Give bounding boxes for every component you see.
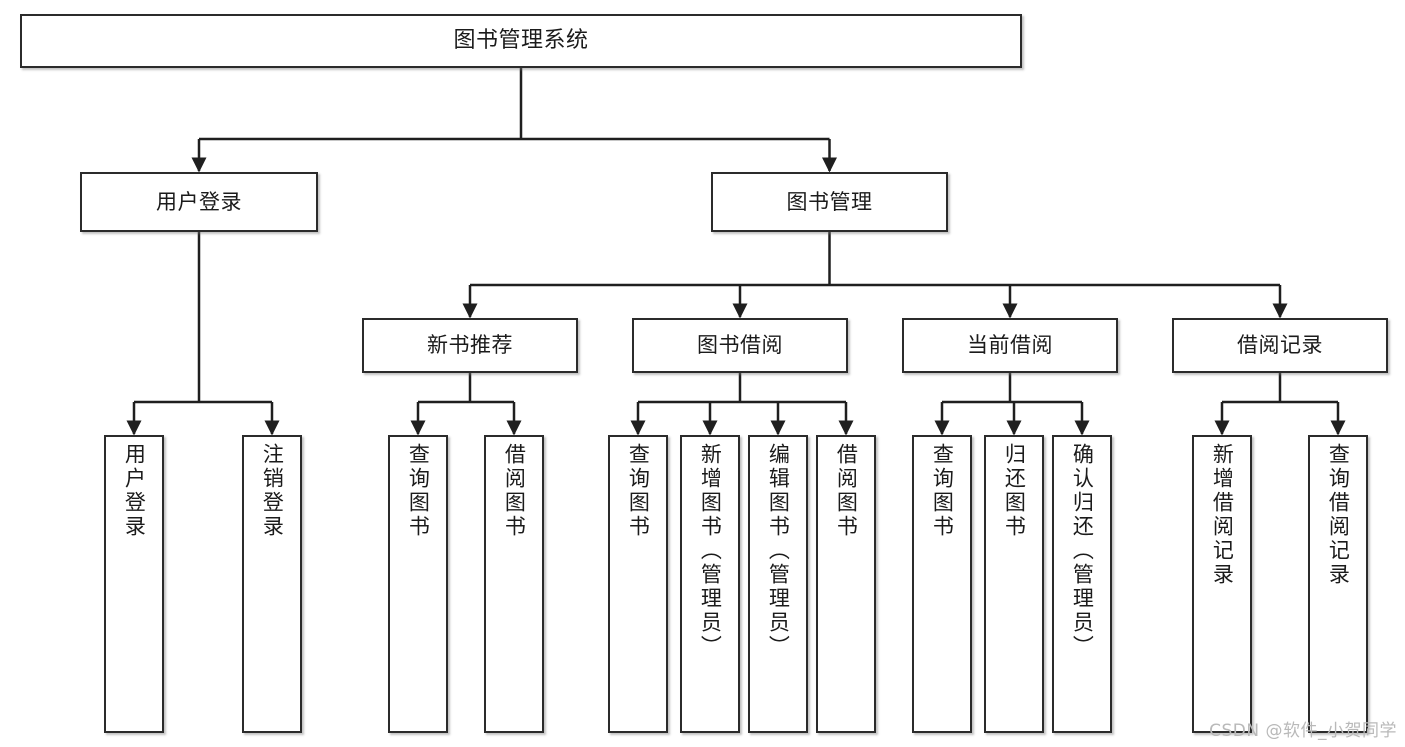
node-current-borrowing[interactable]: 当前借阅 — [902, 318, 1118, 373]
node-label: 新增图书（管理员） — [698, 443, 723, 659]
node-label: 注销登录 — [260, 443, 285, 539]
node-label: 确认归还（管理员） — [1070, 443, 1095, 659]
node-label: 用户登录 — [156, 189, 242, 214]
node-leaf-return-book[interactable]: 归还图书 — [984, 435, 1044, 733]
node-leaf-confirm-return[interactable]: 确认归还（管理员） — [1052, 435, 1112, 733]
node-leaf-query-borrow-record[interactable]: 查询借阅记录 — [1308, 435, 1368, 733]
node-book-borrowing[interactable]: 图书借阅 — [632, 318, 848, 373]
node-leaf-user-login[interactable]: 用户登录 — [104, 435, 164, 733]
node-leaf-edit-book[interactable]: 编辑图书（管理员） — [748, 435, 808, 733]
node-label: 新增借阅记录 — [1210, 443, 1235, 587]
node-leaf-query-book-1[interactable]: 查询图书 — [388, 435, 448, 733]
node-label: 查询图书 — [930, 443, 955, 539]
node-label: 查询图书 — [406, 443, 431, 539]
node-leaf-query-book-2[interactable]: 查询图书 — [608, 435, 668, 733]
node-book-management[interactable]: 图书管理 — [711, 172, 948, 232]
node-label: 查询借阅记录 — [1326, 443, 1351, 587]
node-label: 图书管理系统 — [453, 28, 589, 54]
node-leaf-add-borrow-record[interactable]: 新增借阅记录 — [1192, 435, 1252, 733]
node-label: 新书推荐 — [427, 333, 513, 358]
node-label: 归还图书 — [1002, 443, 1027, 539]
node-label: 借阅图书 — [502, 443, 527, 539]
node-leaf-query-book-3[interactable]: 查询图书 — [912, 435, 972, 733]
node-leaf-user-logout[interactable]: 注销登录 — [242, 435, 302, 733]
node-label: 图书借阅 — [697, 333, 783, 358]
node-leaf-add-book[interactable]: 新增图书（管理员） — [680, 435, 740, 733]
node-label: 图书管理 — [786, 189, 873, 214]
node-leaf-borrow-book-2[interactable]: 借阅图书 — [816, 435, 876, 733]
node-label: 编辑图书（管理员） — [766, 443, 791, 659]
node-user-login[interactable]: 用户登录 — [80, 172, 318, 232]
node-new-book-recommendation[interactable]: 新书推荐 — [362, 318, 578, 373]
watermark: CSDN @软件_小贺同学 — [1209, 721, 1397, 741]
node-borrowing-record[interactable]: 借阅记录 — [1172, 318, 1388, 373]
node-label: 借阅图书 — [834, 443, 859, 539]
node-label: 查询图书 — [626, 443, 651, 539]
node-label: 借阅记录 — [1237, 333, 1323, 358]
node-label: 用户登录 — [122, 443, 147, 539]
node-leaf-borrow-book-1[interactable]: 借阅图书 — [484, 435, 544, 733]
node-root[interactable]: 图书管理系统 — [20, 14, 1022, 68]
node-label: 当前借阅 — [967, 333, 1053, 358]
